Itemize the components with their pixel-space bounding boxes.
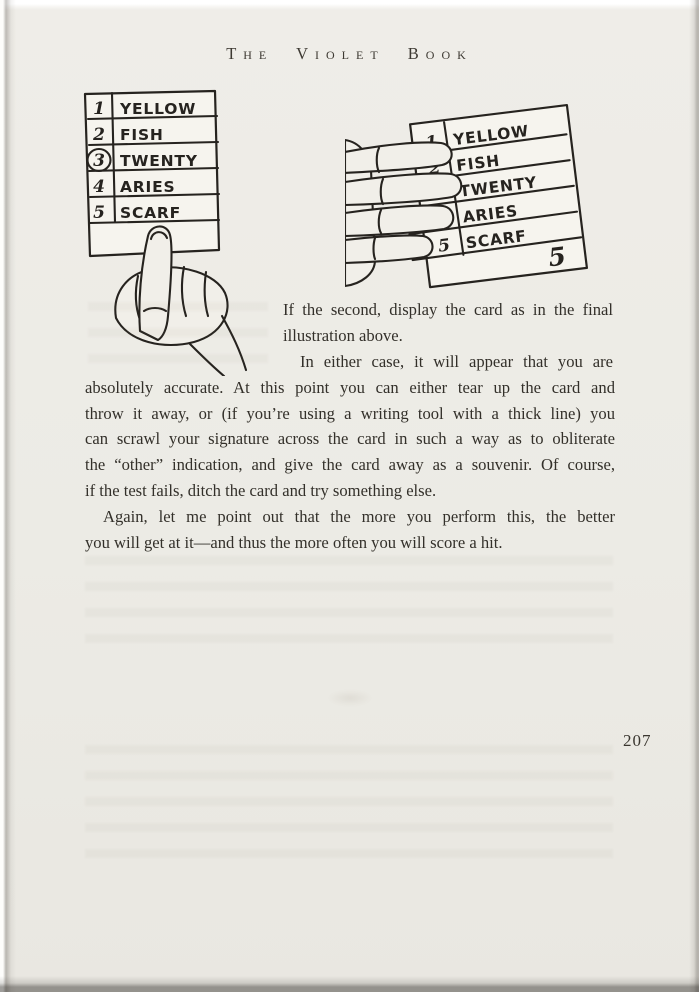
thumbnail [149, 231, 169, 241]
page-number: 207 [623, 731, 652, 750]
ring-finger [345, 204, 455, 238]
running-head: The Violet Book [226, 44, 473, 63]
index-finger [345, 141, 453, 175]
scan-edge-bottom [0, 976, 699, 992]
body-line: if the test fails, ditch the card and tr… [85, 481, 437, 500]
hand-holding-card [114, 225, 248, 376]
body-line: can scrawl your signature across the car… [85, 429, 615, 448]
body-line: absolutely accurate. At this point you c… [85, 378, 615, 397]
card-row-num: 2 [92, 125, 105, 145]
body-line: illustration above. [283, 326, 403, 345]
pinky-finger [345, 234, 434, 265]
card-row-word: FISH [120, 126, 164, 144]
body-line: Again, let me point out that the more yo… [103, 507, 615, 526]
card-front: 1 YELLOW 2 FISH 3 TWENTY 4 ARIES 5 SCARF [83, 89, 221, 258]
card-row-word: YELLOW [119, 100, 196, 118]
card-row-num: 3 [93, 151, 105, 171]
wrist-line [188, 342, 226, 376]
scan-edge-left [0, 0, 16, 992]
card-row-word: TWENTY [120, 152, 198, 170]
card-row-num: 1 [93, 99, 105, 119]
scan-edge-right [689, 0, 699, 992]
bleed-through-text [88, 302, 268, 374]
bleed-through-text [85, 745, 613, 875]
body-line: If the second, display the card as in th… [283, 300, 613, 319]
bleed-through-text [85, 556, 613, 656]
body-line: the “other” indication, and give the car… [85, 455, 615, 474]
card-row-word: ARIES [120, 178, 175, 196]
bleed-through-ornament [328, 690, 372, 706]
card-row-word: FISH [455, 152, 501, 175]
card-row-num: 5 [93, 203, 105, 223]
scan-edge-top [0, 0, 699, 10]
illustration-left-card-in-hand: 1 YELLOW 2 FISH 3 TWENTY 4 ARIES 5 SCARF [83, 89, 248, 376]
fingers-over-card [345, 141, 463, 265]
middle-finger [345, 172, 463, 207]
wrist-line [220, 314, 248, 372]
card-row-num: 5 [437, 235, 451, 256]
body-line: you will get at it—and thus the more oft… [85, 533, 503, 552]
thumb [138, 225, 173, 342]
circle-around-three [86, 147, 112, 173]
card-row-word: SCARF [120, 204, 181, 222]
body-line: throw it away, or (if you’re using a wri… [85, 404, 615, 423]
illustration-right-card-in-hand: 1 YELLOW 2 FISH 3 TWENTY 4 ARIES 5 SCARF… [345, 103, 588, 289]
body-line: In either case, it will appear that you … [300, 352, 613, 371]
card-front-tilted: 1 YELLOW 2 FISH 3 TWENTY 4 ARIES 5 SCARF… [400, 103, 588, 289]
handwritten-five: 5 [547, 241, 568, 272]
card-row-num: 4 [93, 177, 105, 197]
